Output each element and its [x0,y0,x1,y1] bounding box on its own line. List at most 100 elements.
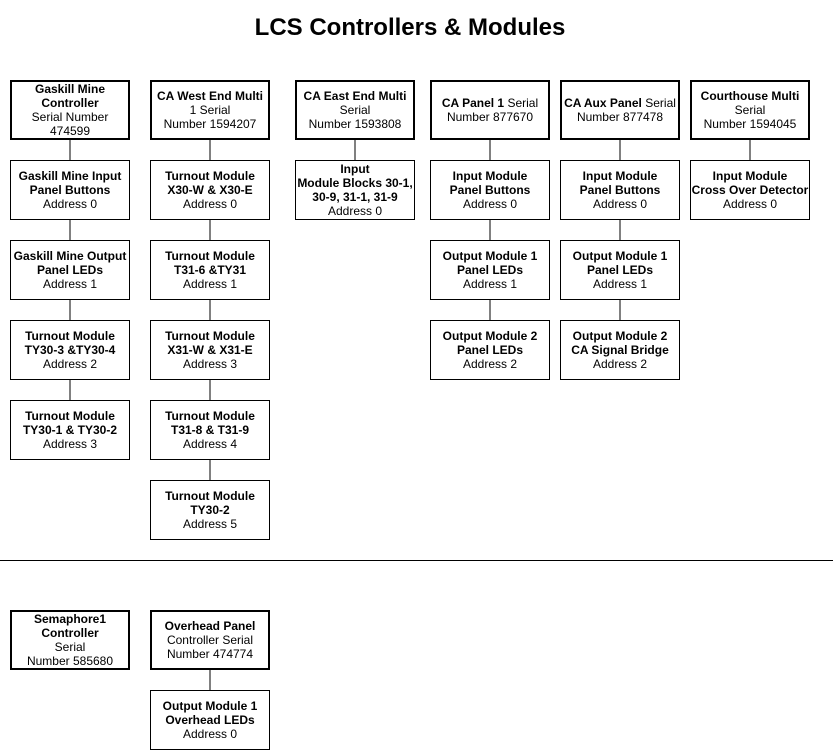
module-title-line: Gaskill Mine Output [13,249,127,263]
controller-label-line: Number 585680 [26,654,114,668]
module-title-line: T31-8 & T31-9 [170,423,250,437]
module-address: Address 3 [182,357,238,371]
module-title-line: Panel LEDs [456,343,524,357]
module-title-line: Turnout Module [165,249,255,263]
module-address: Address 0 [592,197,648,211]
module-address: Address 0 [182,727,238,741]
module-title-line: CA Signal Bridge [571,343,669,357]
module-address: Address 1 [182,277,238,291]
module-title-line: Turnout Module [25,409,115,423]
controller-label-line: Serial [734,103,766,117]
controller-label-line: Controller [41,626,99,640]
controller-label-line: CA East End Multi [303,89,407,103]
module-title-line: TY30-2 [190,503,230,517]
module-address: Address 1 [592,277,648,291]
module-title-line: Turnout Module [165,409,255,423]
module-address: Address 0 [462,197,518,211]
module-address: Address 5 [182,517,238,531]
module-address: Address 0 [42,197,98,211]
controller-label-line: Number 1594045 [703,117,797,131]
controller-label-line: Serial [54,640,86,654]
module-title-line: Panel Buttons [449,183,531,197]
module-title-line: Output Module 2 [442,329,538,343]
module-address: Address 0 [722,197,778,211]
module-address: Address 0 [182,197,238,211]
module-title-line: X31-W & X31-E [167,343,253,357]
module-title-line: TY30-3 &TY30-4 [24,343,116,357]
controller-label-line: Semaphore1 [33,612,107,626]
controller-label-line: Number 474774 [166,647,254,661]
module-title-line: Gaskill Mine Input [18,169,122,183]
module-title-line: Input Module [452,169,528,183]
module-title-line: Turnout Module [165,169,255,183]
module-address: Address 0 [327,204,383,218]
controller-label-line: Number 1593808 [308,117,402,131]
module-title-line: Turnout Module [165,489,255,503]
controller-label-line: Number 877478 [576,110,664,124]
module-title-line: Input Module [712,169,788,183]
controller-label-line: CA Aux Panel Serial [564,96,676,110]
controller-label-part: CA Aux Panel [564,96,642,110]
module-address: Address 4 [182,437,238,451]
controller-label-line: Gaskill Mine [34,82,106,96]
module-title-line: Panel LEDs [586,263,654,277]
controller-label-line: Serial Number [31,110,109,124]
controller-label-line: Controller Serial [166,633,254,647]
module-title-line: Output Module 1 [572,249,668,263]
controller-label-line: Number 877670 [446,110,534,124]
module-address: Address 2 [462,357,518,371]
module-title-line: Cross Over Detector [691,183,809,197]
controller-label-line: Overhead Panel [164,619,256,633]
module-title-line: Output Module 2 [572,329,668,343]
controller-label-part: CA Panel 1 [441,96,505,110]
module-title-line: Panel LEDs [456,263,524,277]
module-title-line: Turnout Module [165,329,255,343]
controller-label-line: 474599 [49,124,91,138]
controller-label-part: Serial [641,96,676,110]
page-title: LCS Controllers & Modules [254,14,566,41]
module-address: Address 3 [42,437,98,451]
controller-label-line: 1 Serial [189,103,231,117]
module-address: Address 1 [42,277,98,291]
module-address: Address 2 [592,357,648,371]
module-address: Address 1 [462,277,518,291]
module-title-line: Panel LEDs [36,263,104,277]
module-title-line: Turnout Module [25,329,115,343]
module-title-line: X30-W & X30-E [167,183,253,197]
module-title-line: Module Blocks 30-1, [297,176,413,190]
controller-label-line: CA Panel 1 Serial [442,96,538,110]
module-address: Address 2 [42,357,98,371]
module-title-line: Output Module 1 [442,249,538,263]
controller-label-line: Courthouse Multi [700,89,800,103]
controller-label-line: Number 1594207 [163,117,257,131]
module-title-line: Output Module 1 [162,699,258,713]
controller-label-line: Controller [41,96,99,110]
module-title-line: TY30-1 & TY30-2 [22,423,118,437]
module-title-line: Input [340,162,370,176]
controller-label-line: Serial [339,103,371,117]
module-title-line: Overhead LEDs [165,713,255,727]
